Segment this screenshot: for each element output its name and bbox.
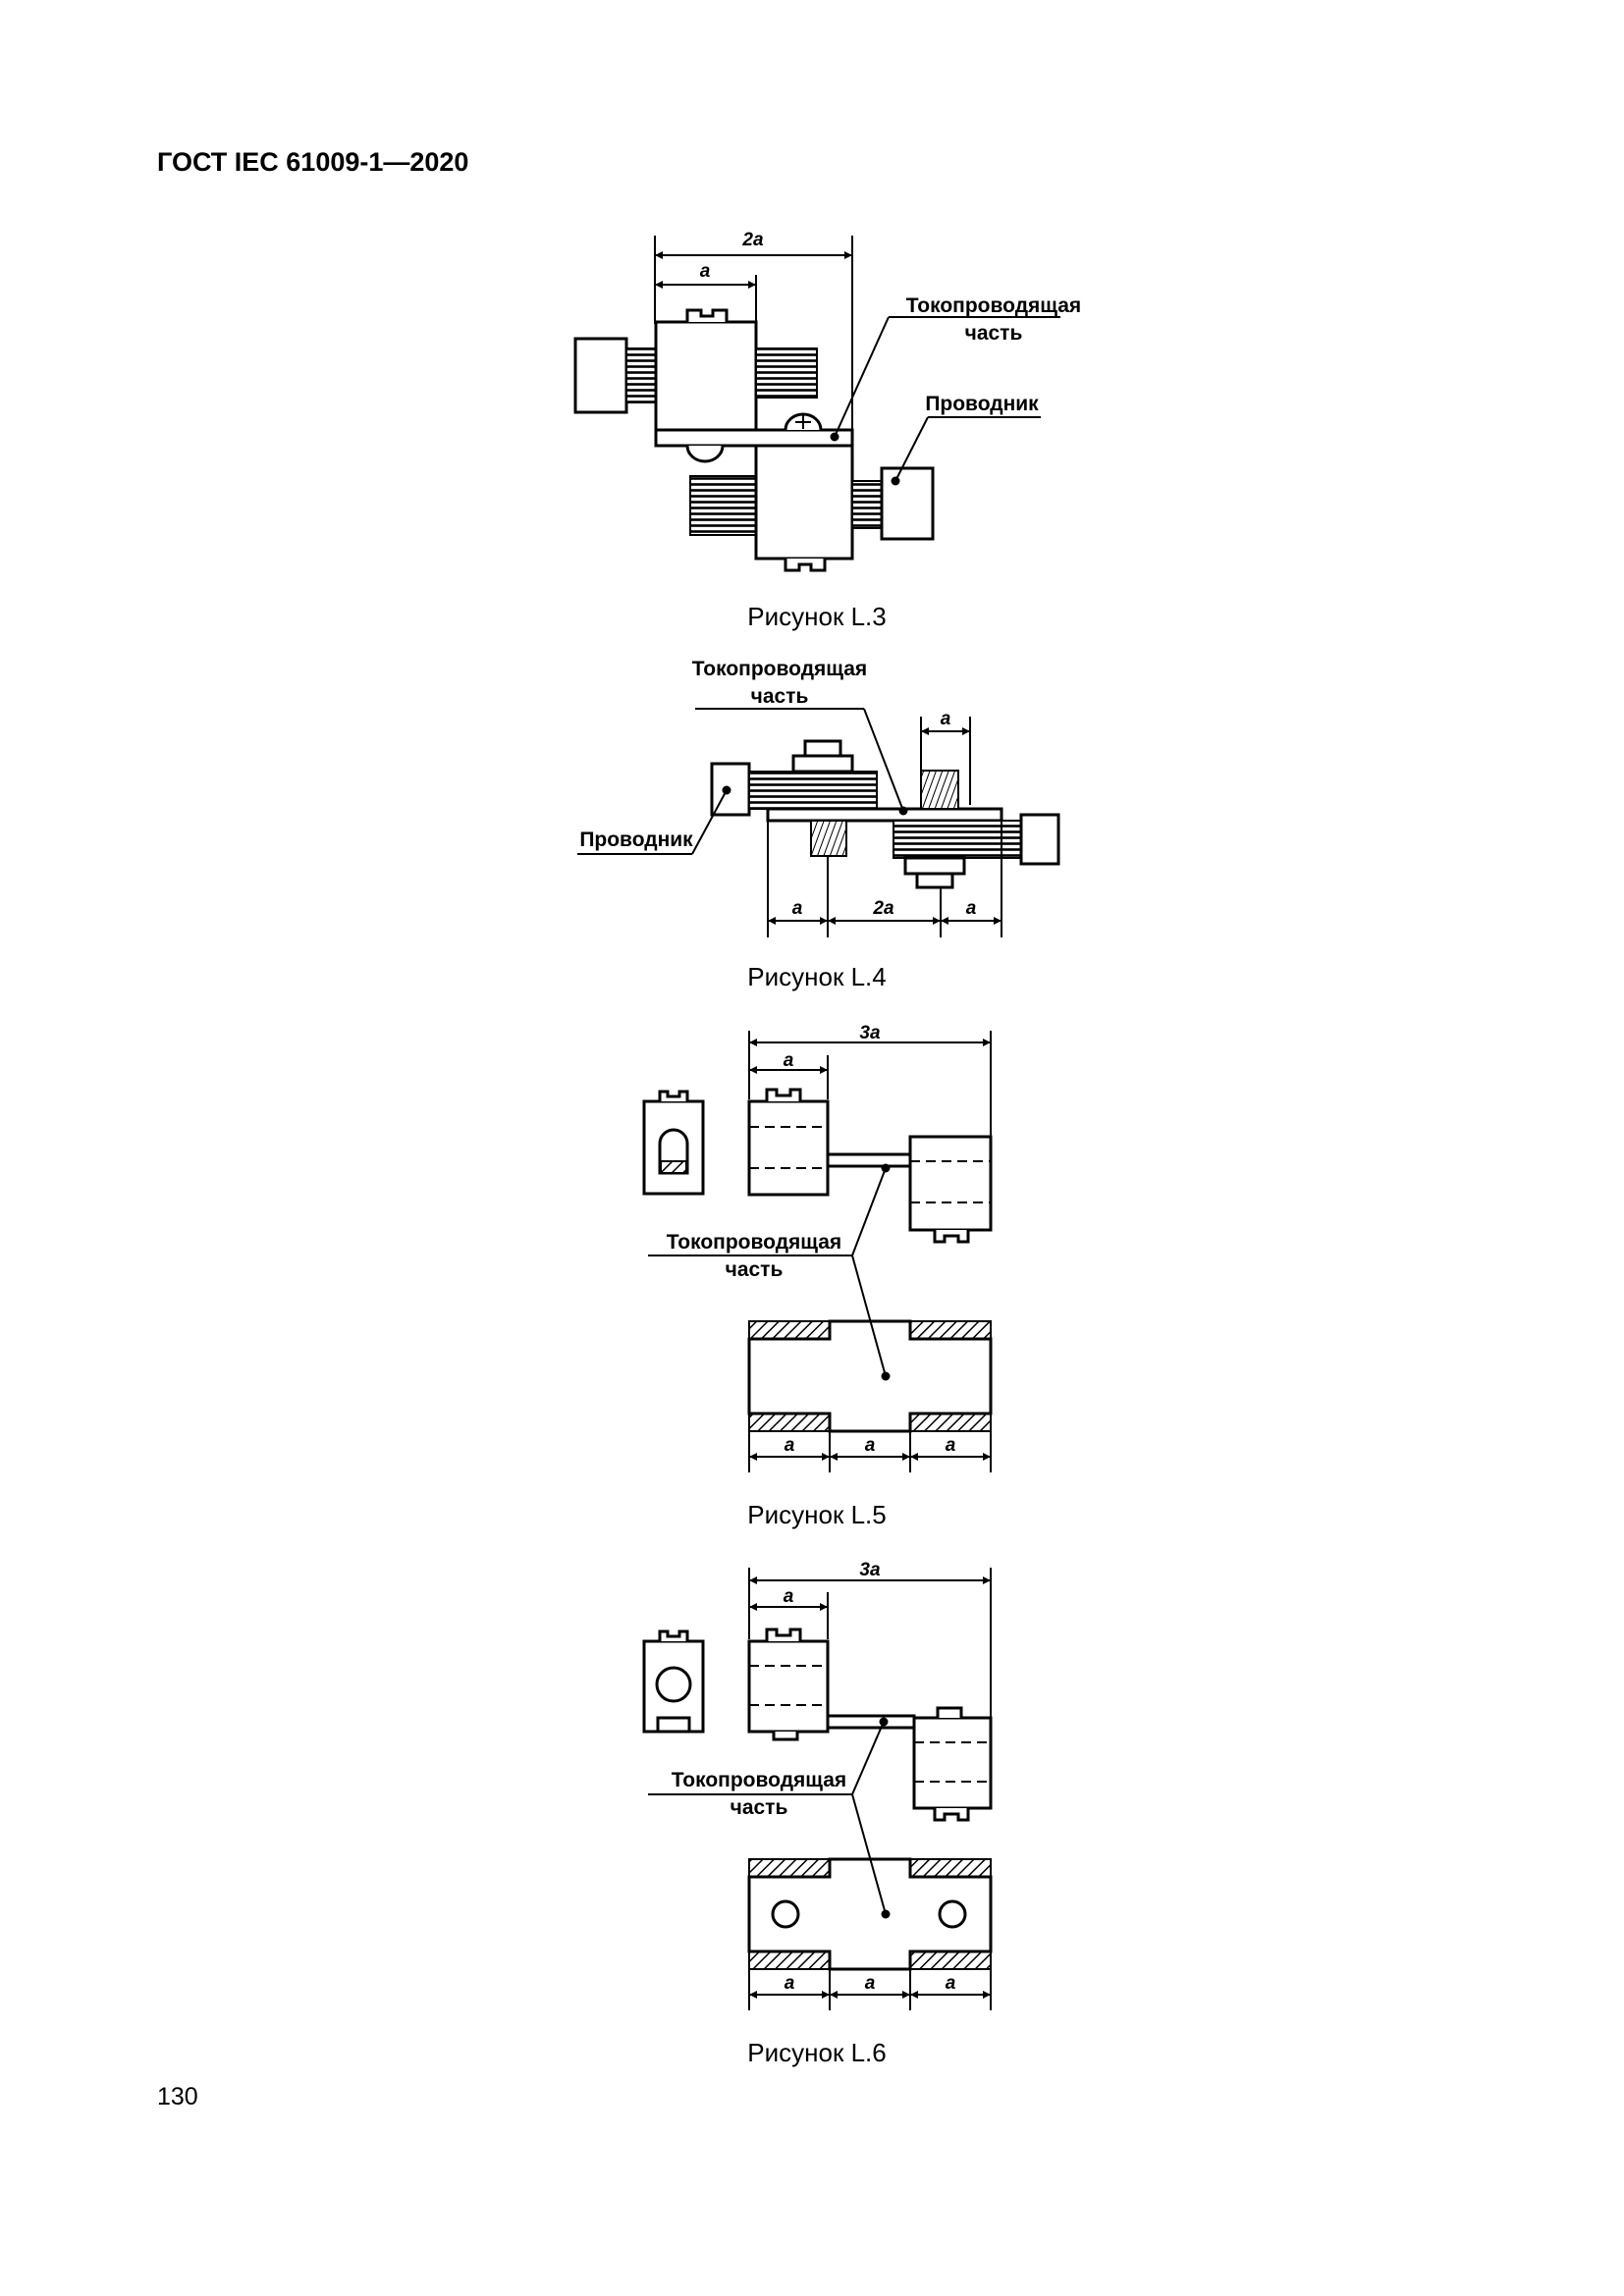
figure-l3	[573, 236, 1060, 572]
l4-dim-b3: a	[966, 898, 977, 919]
document-header: ГОСТ IEC 61009-1—2020	[157, 147, 469, 177]
l6-dim-b1: a	[785, 1973, 795, 1994]
l5-live-part-label-1: Токопроводящая	[667, 1231, 841, 1254]
figure-l5	[642, 1031, 993, 1472]
figure-l6	[642, 1568, 993, 2010]
page-number: 130	[157, 2083, 198, 2110]
l5-dim-b3: a	[946, 1435, 956, 1456]
caption-l4: Рисунок L.4	[747, 962, 887, 991]
l4-dim-top-a: a	[941, 709, 951, 729]
l4-dim-b2: 2a	[872, 898, 894, 919]
l6-live-part-label-1: Токопроводящая	[672, 1769, 846, 1791]
l5-dim-b2: a	[865, 1435, 876, 1456]
l6-dim-3a: 3a	[859, 1560, 881, 1580]
l3-dim-2a: 2a	[741, 230, 764, 250]
l5-live-part-label-2: часть	[726, 1258, 784, 1281]
caption-l6: Рисунок L.6	[747, 2038, 887, 2067]
l4-dim-b1: a	[792, 898, 803, 919]
l4-conductor-label: Проводник	[579, 828, 693, 851]
l4-live-part-label-1: Токопроводящая	[692, 658, 867, 680]
l5-dim-3a: 3a	[859, 1023, 881, 1043]
l5-dim-b1: a	[785, 1435, 795, 1456]
l3-conductor-label: Проводник	[925, 393, 1039, 415]
l3-live-part-label-2: часть	[965, 322, 1023, 345]
l5-dim-a: a	[784, 1050, 794, 1071]
l6-dim-b3: a	[946, 1973, 956, 1994]
l4-live-part-label-2: часть	[751, 685, 809, 708]
caption-l5: Рисунок L.5	[747, 1500, 887, 1529]
l6-dim-b2: a	[865, 1973, 876, 1994]
l3-dim-a: a	[700, 261, 711, 282]
figure-l4	[577, 708, 1060, 937]
l6-live-part-label-2: часть	[731, 1796, 788, 1819]
caption-l3: Рисунок L.3	[747, 602, 887, 631]
l3-live-part-label-1: Токопроводящая	[906, 294, 1081, 317]
l6-dim-a: a	[784, 1586, 794, 1607]
